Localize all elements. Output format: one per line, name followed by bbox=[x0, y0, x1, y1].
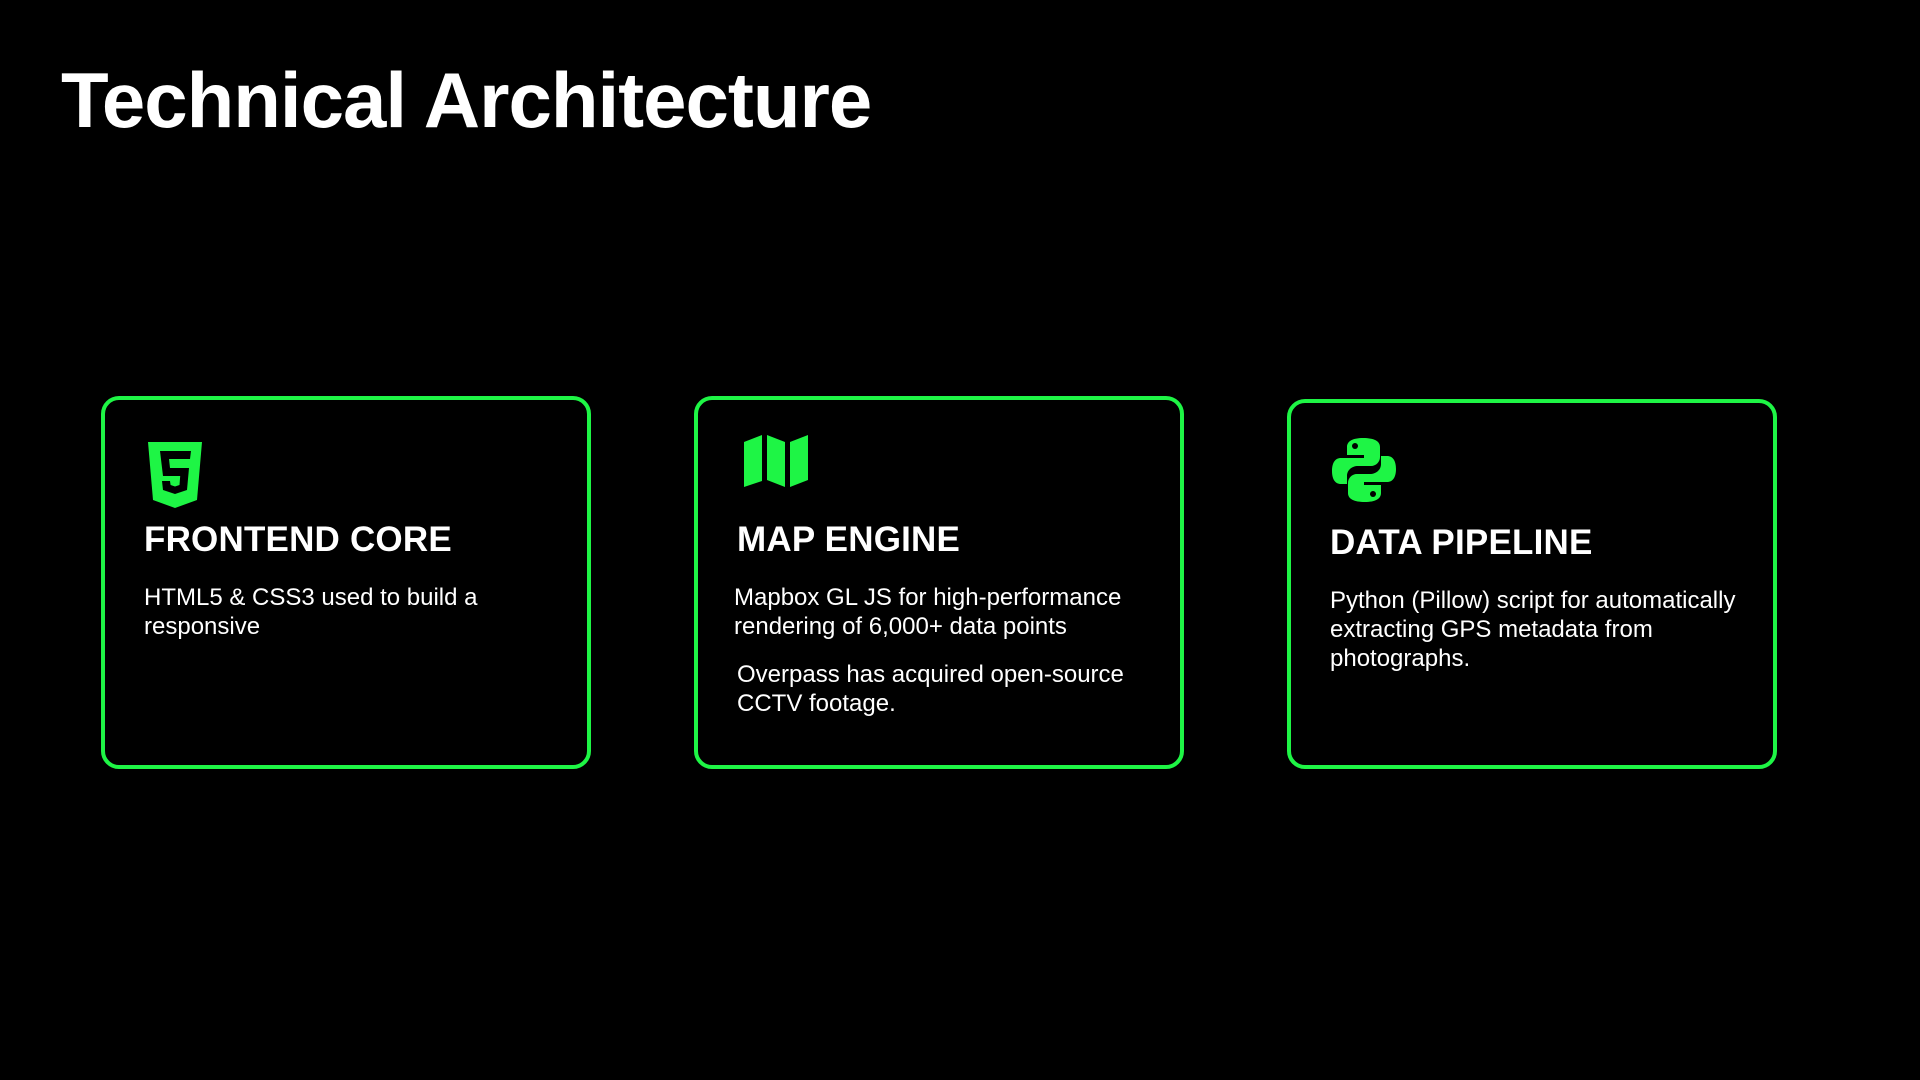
map-icon bbox=[744, 435, 808, 487]
card-heading: FRONTEND CORE bbox=[144, 520, 452, 559]
card-description: HTML5 & CSS3 used to build a responsive bbox=[144, 584, 478, 640]
page-title: Technical Architecture bbox=[61, 56, 872, 144]
card-frontend-core: FRONTEND CORE HTML5 & CSS3 used to build… bbox=[101, 396, 591, 769]
card-description: Python (Pillow) script for automatically… bbox=[1330, 587, 1736, 672]
card-note: Overpass has acquired open-source CCTV f… bbox=[737, 661, 1124, 717]
card-heading: DATA PIPELINE bbox=[1330, 523, 1593, 562]
card-heading: MAP ENGINE bbox=[737, 520, 961, 559]
card-data-pipeline: DATA PIPELINE Python (Pillow) script for… bbox=[1287, 399, 1777, 769]
python-icon bbox=[1332, 438, 1396, 502]
html5-icon bbox=[148, 442, 202, 508]
card-description: Mapbox GL JS for high-performance render… bbox=[734, 584, 1122, 640]
card-map-engine: MAP ENGINE Mapbox GL JS for high-perform… bbox=[694, 396, 1184, 769]
